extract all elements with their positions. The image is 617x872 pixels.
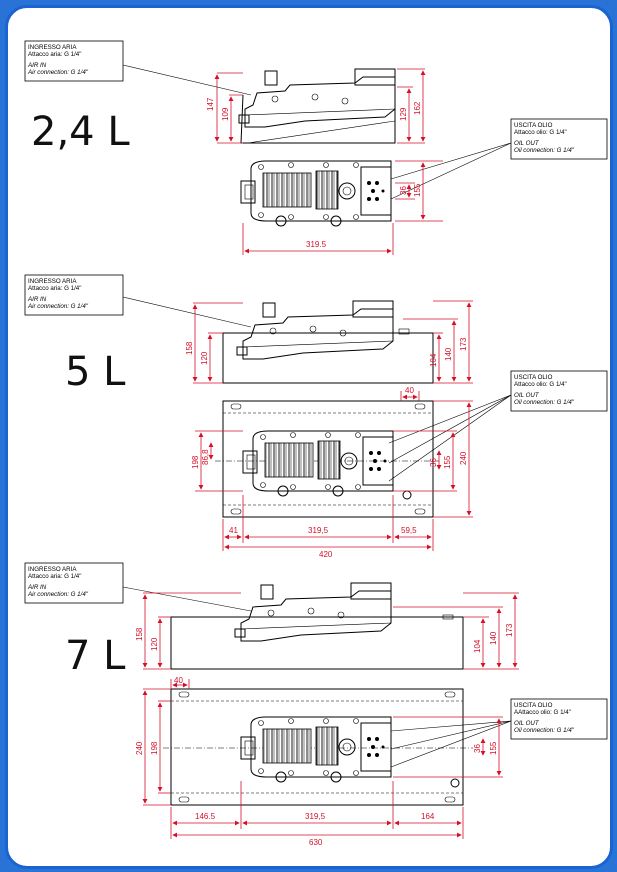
dim-width: 198 (150, 741, 159, 755)
dim-height: 173 (505, 623, 514, 637)
dim-length: 630 (309, 838, 323, 847)
dim-height: 140 (444, 347, 453, 361)
dim-height: 104 (429, 353, 438, 367)
air-conn-en: Air connection: G 1/4" (27, 69, 89, 76)
oil-conn-it: AAttacco olio: G 1/4" (514, 709, 571, 716)
dim-height: 129 (399, 107, 408, 121)
dim-width: 155 (489, 741, 498, 755)
pump-top-view (240, 160, 392, 227)
air-conn-it: Attacco aria: G 1/4" (28, 573, 81, 580)
oil-out-callout: USCITA OLIO AAttacco olio: G 1/4" OIL OU… (390, 698, 608, 768)
dim-length: 41 (229, 526, 238, 535)
air-in-callout: INGRESSO ARIA Attacco aria: G 1/4" AIR I… (24, 40, 252, 96)
oil-conn-en: Oil connection: G 1/4" (514, 147, 575, 154)
dim-width: 240 (135, 741, 144, 755)
pump-side-view (238, 68, 396, 144)
dim-height: 109 (221, 107, 230, 121)
dim-height: 158 (135, 627, 144, 641)
dim-length: 319.5 (306, 240, 327, 249)
dim-width: 155 (443, 455, 452, 469)
dim-bracket: 40 (405, 386, 414, 395)
pump-side-view (170, 582, 464, 670)
air-label-it: INGRESSO ARIA (28, 278, 77, 285)
air-conn-en: Air connection: G 1/4" (27, 591, 89, 598)
oil-label-it: USCITA OLIO (514, 122, 553, 129)
air-label-it: INGRESSO ARIA (28, 566, 77, 573)
dim-height: 162 (413, 101, 422, 115)
dim-height: 120 (150, 637, 159, 651)
oil-conn-en: Oil connection: G 1/4" (514, 727, 575, 734)
base-plate-top-view (163, 688, 473, 806)
section-5-litre: INGRESSO ARIA Attacco aria: G 1/4" AIR I… (24, 274, 608, 559)
oil-conn-en: Oil connection: G 1/4" (514, 399, 575, 406)
variant-title: 7 L (65, 633, 126, 679)
dim-height: 140 (489, 631, 498, 645)
air-label-it: INGRESSO ARIA (28, 44, 77, 51)
dim-height: 147 (206, 97, 215, 111)
oil-label-en: OIL OUT (514, 392, 540, 399)
air-label-en: AIR IN (27, 62, 47, 69)
oil-out-callout: USCITA OLIO Attacco olio: G 1/4" OIL OUT… (390, 118, 608, 200)
dim-length: 319,5 (308, 526, 329, 535)
air-label-en: AIR IN (27, 584, 47, 591)
oil-conn-it: Attacco olio: G 1/4" (514, 381, 567, 388)
air-conn-it: Attacco aria: G 1/4" (28, 285, 81, 292)
dim-width: 198 (191, 455, 200, 469)
drawing-sheet: INGRESSO ARIA Attacco aria: G 1/4" AIR I… (5, 5, 613, 869)
dim-width: 155 (413, 183, 422, 197)
section-7-litre: INGRESSO ARIA Attacco aria: G 1/4" AIR I… (24, 562, 608, 847)
dim-length: 146.5 (195, 812, 216, 821)
dim-height: 173 (459, 337, 468, 351)
dim-axis: 86,8 (201, 449, 210, 465)
oil-label-en: OIL OUT (514, 140, 540, 147)
pump-side-view (222, 300, 434, 384)
section-2-4-litre: INGRESSO ARIA Attacco aria: G 1/4" AIR I… (24, 40, 608, 255)
dim-length: 59,5 (401, 526, 417, 535)
dim-width: 240 (459, 451, 468, 465)
air-label-en: AIR IN (27, 296, 47, 303)
dim-oil-offset: 36 (473, 744, 482, 753)
technical-drawing: INGRESSO ARIA Attacco aria: G 1/4" AIR I… (24, 40, 608, 847)
oil-label-en: OIL OUT (514, 720, 540, 727)
oil-label-it: USCITA OLIO (514, 374, 553, 381)
dim-length: 420 (319, 550, 333, 559)
base-plate-top-view (215, 400, 439, 518)
dim-oil-offset: 36 (429, 458, 438, 467)
dim-height: 120 (200, 351, 209, 365)
dim-bracket: 40 (174, 676, 183, 685)
oil-out-callout: USCITA OLIO Attacco olio: G 1/4" OIL OUT… (388, 370, 608, 482)
variant-title: 2,4 L (31, 109, 130, 155)
dim-length: 319,5 (305, 812, 326, 821)
air-conn-it: Attacco aria: G 1/4" (28, 51, 81, 58)
oil-conn-it: Attacco olio: G 1/4" (514, 129, 567, 136)
dim-height: 158 (185, 341, 194, 355)
dim-height: 104 (473, 639, 482, 653)
air-in-callout: INGRESSO ARIA Attacco aria: G 1/4" AIR I… (24, 274, 252, 328)
variant-title: 5 L (65, 349, 126, 395)
dim-length: 164 (421, 812, 435, 821)
air-conn-en: Air connection: G 1/4" (27, 303, 89, 310)
dim-oil-offset: 36 (399, 186, 408, 195)
air-in-callout: INGRESSO ARIA Attacco aria: G 1/4" AIR I… (24, 562, 252, 612)
oil-label-it: USCITA OLIO (514, 702, 553, 709)
